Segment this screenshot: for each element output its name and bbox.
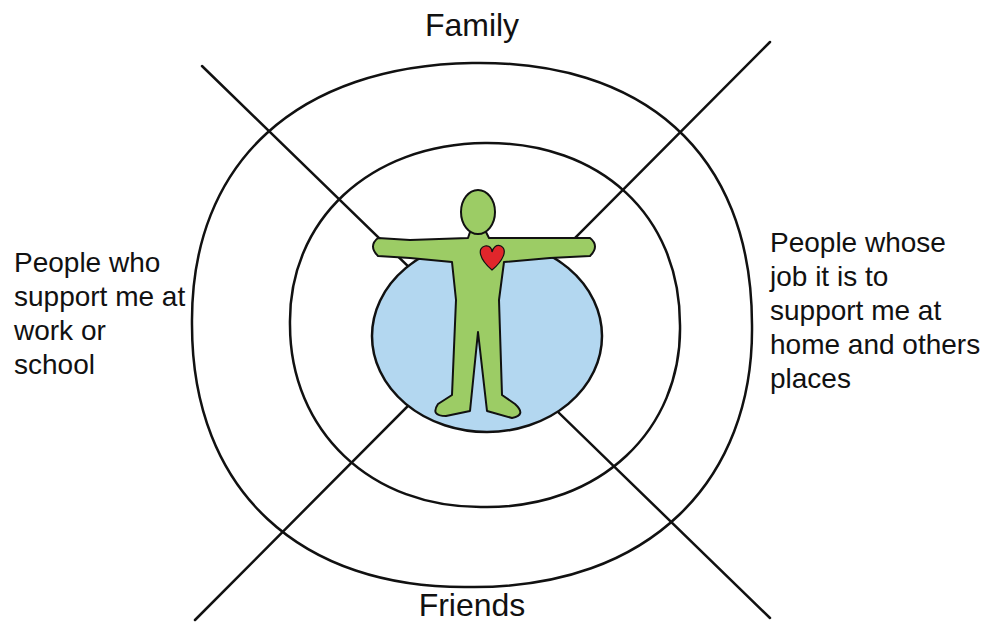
quadrant-label: People who support me at work or school <box>14 246 186 382</box>
quadrant-label: People whose job it is to support me at … <box>770 226 982 396</box>
divider-line <box>195 42 770 620</box>
quadrant-label: Friends <box>352 588 592 622</box>
inner-circle <box>290 143 680 507</box>
person-body <box>373 232 595 418</box>
quadrant-label: Family <box>352 8 592 42</box>
person-head <box>461 190 495 234</box>
outer-circle <box>192 63 752 587</box>
heart <box>480 245 504 270</box>
